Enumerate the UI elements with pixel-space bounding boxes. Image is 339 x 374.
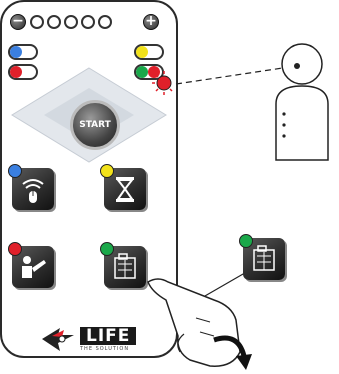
curved-arrow-icon — [236, 354, 252, 370]
level-dot — [47, 15, 61, 29]
logo-subtext: THE SOLUTION — [80, 346, 130, 352]
minus-button[interactable]: − — [10, 14, 26, 30]
level-dot — [64, 15, 78, 29]
level-dot — [98, 15, 112, 29]
red-indicator-pill — [8, 64, 38, 80]
building-icon — [253, 245, 275, 271]
pointing-hand-icon — [147, 278, 241, 367]
start-button[interactable]: START — [70, 100, 120, 150]
green-indicator-dot — [239, 234, 253, 248]
blue-indicator-pill — [8, 44, 38, 60]
green-red-indicator-pill — [134, 64, 164, 80]
life-logo: LIFE THE SOLUTION — [38, 325, 148, 353]
person-at-desk-icon — [22, 256, 46, 278]
blue-indicator-dot — [8, 164, 22, 178]
remote-control: − + START — [0, 0, 178, 358]
hourglass-button[interactable] — [100, 164, 146, 210]
building-button[interactable] — [100, 242, 146, 288]
person-icon — [275, 43, 329, 161]
level-dot — [81, 15, 95, 29]
yellow-indicator-dot — [100, 164, 114, 178]
building-icon — [114, 253, 136, 279]
level-dot — [30, 15, 44, 29]
logo-emblem-icon — [42, 328, 74, 351]
plus-button[interactable]: + — [143, 14, 159, 30]
external-building-button[interactable] — [239, 234, 285, 280]
wireless-mouse-icon — [22, 179, 44, 203]
red-led-icon — [152, 71, 173, 95]
yellow-indicator-pill — [134, 44, 164, 60]
hourglass-icon — [115, 177, 135, 202]
logo-text: LIFE — [80, 327, 137, 345]
wireless-mouse-button[interactable] — [8, 164, 54, 210]
red-indicator-dot — [8, 242, 22, 256]
green-indicator-dot — [100, 242, 114, 256]
person-at-desk-button[interactable] — [8, 242, 54, 288]
